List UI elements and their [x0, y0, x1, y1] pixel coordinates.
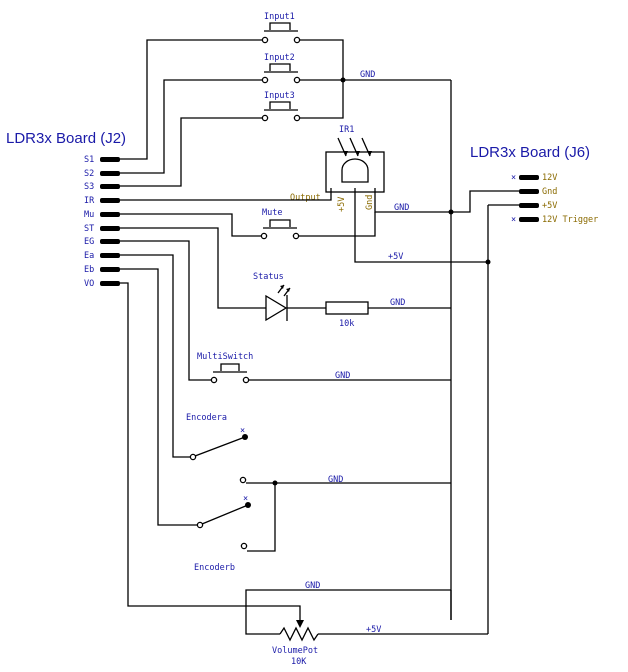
pin-label-eb: Eb [84, 265, 94, 275]
wire-ir-output [120, 188, 332, 201]
ir-receiver: IR1 Output +5V Gnd [290, 125, 385, 212]
gnd-label-inputs: GND [360, 70, 375, 80]
pin-stub-s1 [100, 157, 120, 162]
pin-label-eg: EG [84, 237, 94, 247]
wire-mu [120, 213, 261, 237]
j6-pins: × 12V Gnd +5V × 12V Trigger [511, 173, 598, 225]
j6-nc-mark-12v: × [511, 173, 516, 183]
wire-st [120, 227, 266, 309]
input2-switch: Input2 [261, 53, 301, 84]
pin-stub-st [100, 226, 120, 231]
j2-pin-labels: S1 S2 S3 IR Mu ST EG Ea Eb VO [84, 155, 95, 289]
pin-label-s2: S2 [84, 169, 94, 179]
ir-output-pin-label: Output [290, 193, 321, 203]
wire-encoderb-lower [247, 483, 276, 552]
gnd-label-ir: GND [394, 203, 409, 213]
wire-s2 [120, 79, 262, 174]
junction-ir-5v [485, 259, 491, 265]
j2-pin-stubs [100, 157, 120, 286]
pin-stub-12v [519, 175, 539, 180]
pin-label-gnd: Gnd [542, 187, 557, 197]
pin-label-ea: Ea [84, 251, 94, 261]
volumepot-value: 10K [291, 657, 307, 667]
pin-label-mu: Mu [84, 210, 94, 220]
pin-stub-s2 [100, 171, 120, 176]
mute-switch: Mute [260, 208, 300, 240]
ir-receiver-dome [341, 158, 369, 183]
encoderb-nc-mark: × [243, 494, 248, 504]
pin-label-st: ST [84, 224, 94, 234]
gnd-label-encoder: GND [328, 475, 343, 485]
junction-encoder-gnd [272, 480, 278, 486]
pin-stub-gnd [519, 189, 539, 194]
j2-board-title: LDR3x Board (J2) [6, 130, 126, 147]
wire-j6-gnd [451, 190, 519, 213]
status-label: Status [253, 272, 284, 282]
pin-stub-ea [100, 253, 120, 258]
input1-switch: Input1 [261, 12, 301, 44]
pin-stub-eb [100, 267, 120, 272]
volume-potentiometer: VolumePot 10K [272, 626, 319, 667]
gnd-label-status: GND [390, 298, 405, 308]
pin-label-ir: IR [84, 196, 95, 206]
pin-stub-ir [100, 198, 120, 203]
pin-stub-eg [100, 239, 120, 244]
ir-gnd-pin-label: Gnd [365, 195, 375, 210]
encodera-nc-mark: × [240, 426, 245, 436]
wire-input1-common [300, 39, 344, 114]
encoderb-label: Encoderb [194, 563, 235, 573]
pin-label-s3: S3 [84, 182, 94, 192]
pin-stub-vo [100, 281, 120, 286]
j6-nc-mark-trigger: × [511, 215, 516, 225]
volumepot-label: VolumePot [272, 646, 318, 656]
gnd-label-pot: GND [305, 581, 320, 591]
input2-label: Input2 [264, 53, 295, 63]
ir-5v-pin-label: +5V [337, 197, 347, 212]
wire-ir-5v [354, 188, 488, 263]
wire-vo [120, 282, 301, 625]
pin-stub-5v [519, 203, 539, 208]
wire-ea [120, 254, 191, 458]
junction-input-gnd [340, 77, 346, 83]
wire-eg [120, 240, 211, 381]
ir1-label: IR1 [339, 125, 354, 135]
plus5v-label-ir: +5V [388, 252, 403, 262]
pin-label-vo: VO [84, 279, 94, 289]
pin-label-s1: S1 [84, 155, 94, 165]
input3-switch: Input3 [261, 91, 301, 122]
pin-stub-s3 [100, 184, 120, 189]
multiswitch: MultiSwitch [197, 352, 253, 384]
wire-s1 [120, 39, 262, 160]
plus5v-label-pot: +5V [366, 625, 381, 635]
gnd-label-multiswitch: GND [335, 371, 350, 381]
pin-stub-12v-trigger [519, 217, 539, 222]
input1-label: Input1 [264, 12, 295, 22]
wire-input3-common [300, 114, 344, 119]
pin-label-5v: +5V [542, 201, 557, 211]
led-triangle [265, 294, 288, 322]
input3-label: Input3 [264, 91, 295, 101]
mute-label: Mute [262, 208, 282, 218]
wire-eb [120, 268, 198, 526]
wire-ir-gnd [374, 188, 451, 213]
pin-label-12v: 12V [542, 173, 557, 183]
ir-receiver-body [325, 151, 385, 193]
encodera-label: Encodera [186, 413, 227, 423]
encoderb-switch: × Encoderb [194, 476, 251, 573]
resistor-10k: 10k [325, 301, 369, 329]
status-led: Status [253, 272, 291, 322]
resistor-label: 10k [339, 319, 354, 329]
pin-label-12v-trigger: 12V Trigger [542, 215, 598, 225]
wire-s3 [120, 117, 262, 187]
j6-board-title: LDR3x Board (J6) [470, 144, 590, 161]
pot-wiper-arrow [296, 620, 304, 628]
pin-stub-mu [100, 212, 120, 217]
wire-mute-gnd [299, 212, 376, 237]
wire-pot-gnd [245, 589, 451, 635]
encodera-switch: Encodera × [186, 413, 248, 461]
multiswitch-label: MultiSwitch [197, 352, 253, 362]
